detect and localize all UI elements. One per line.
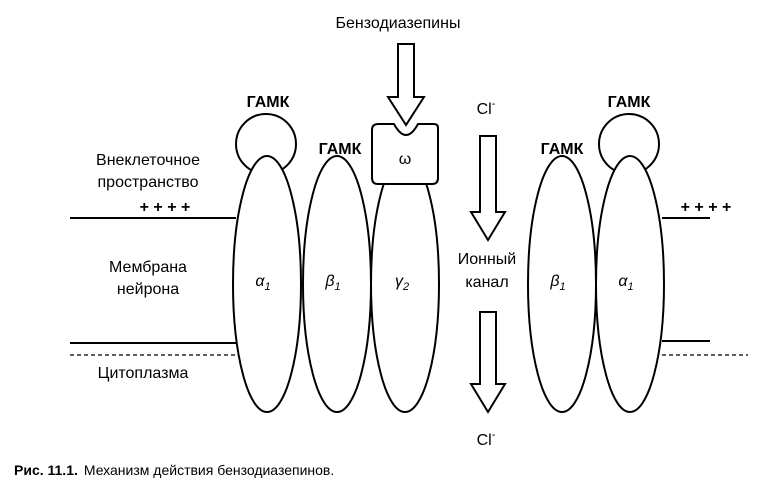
chloride-charge-top: -: [492, 98, 496, 110]
figure-caption: Рис. 11.1. Механизм действия бензодиазепи…: [14, 462, 334, 478]
ion-channel-label-line2: канал: [465, 274, 508, 291]
cytoplasm-label: Цитоплазма: [98, 365, 189, 382]
omega-binding-site: [371, 123, 439, 185]
gaba-label-left: ГАМК: [247, 94, 290, 111]
benzodiazepine-arrow: [386, 43, 426, 127]
subunit-alpha-left: [232, 155, 302, 413]
chloride-symbol-top: Cl: [477, 101, 492, 118]
chloride-charge-bottom: -: [492, 429, 496, 441]
subunit-alpha-right: [595, 155, 665, 413]
subunit-gamma-label: γ2: [395, 273, 409, 293]
plus-charges-right: + + + +: [681, 199, 732, 216]
gaba-label-right: ГАМК: [608, 94, 651, 111]
alpha-right-index: 1: [628, 281, 634, 293]
subunit-beta-left-label: β1: [324, 273, 340, 293]
chloride-label-bottom: Cl-: [477, 429, 496, 449]
alpha-right-letter: α: [618, 273, 628, 290]
beta-left-letter: β: [324, 273, 334, 290]
beta-left-index: 1: [335, 281, 341, 293]
chloride-arrow-top: [469, 135, 507, 242]
caption-prefix: Рис. 11.1.: [14, 462, 78, 478]
gamma-index: 2: [402, 281, 409, 293]
gaba-label-beta-left: ГАМК: [319, 141, 362, 158]
omega-symbol: ω: [399, 151, 412, 168]
chloride-arrow-bottom: [469, 311, 507, 414]
plus-charges-left: + + + +: [140, 199, 191, 216]
alpha-left-letter: α: [255, 273, 265, 290]
membrane-label-line2: нейрона: [117, 281, 179, 298]
subunit-beta-right-label: β1: [549, 273, 565, 293]
alpha-left-index: 1: [265, 281, 271, 293]
chloride-symbol-bottom: Cl: [477, 432, 492, 449]
beta-right-index: 1: [560, 281, 566, 293]
subunit-alpha-left-label: α1: [255, 273, 270, 293]
benzodiazepines-label: Бензодиазепины: [336, 15, 461, 32]
gaba-label-beta-right: ГАМК: [541, 141, 584, 158]
gamma-letter: γ: [395, 273, 404, 290]
ion-channel-label-line1: Ионный: [458, 251, 517, 268]
extracellular-label-line1: Внеклеточное: [96, 152, 200, 169]
caption-text: Механизм действия бензодиазепинов.: [84, 462, 334, 478]
beta-right-letter: β: [549, 273, 559, 290]
extracellular-label-line2: пространство: [98, 174, 199, 191]
chloride-label-top: Cl-: [477, 98, 496, 118]
subunit-alpha-right-label: α1: [618, 273, 633, 293]
membrane-label-line1: Мембрана: [109, 259, 187, 276]
